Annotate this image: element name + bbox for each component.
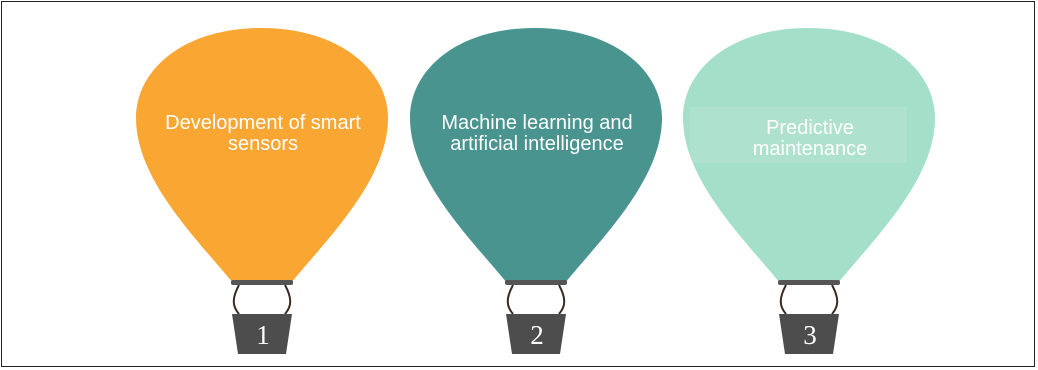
balloon-1-rope-left xyxy=(232,284,240,315)
balloon-1-rim xyxy=(231,280,293,285)
balloon-3-envelope xyxy=(683,28,935,283)
balloon-1-label: Development of smart sensors xyxy=(148,113,378,155)
balloon-1-number: 1 xyxy=(256,320,270,350)
balloon-1-graphic xyxy=(136,28,388,354)
balloon-2-envelope xyxy=(410,28,662,283)
balloon-2-rope-left xyxy=(506,284,514,315)
balloon-2-number: 2 xyxy=(530,320,544,350)
balloon-2-label: Machine learning and artificial intellig… xyxy=(422,113,652,155)
balloon-1-envelope xyxy=(136,28,388,283)
balloon-1-label-line-1: Development of smart xyxy=(165,112,361,134)
balloon-2: Machine learning and artificial intellig… xyxy=(402,0,672,370)
balloon-3-rim xyxy=(778,280,840,285)
balloon-3-text-highlight xyxy=(690,107,907,163)
balloon-2-label-line-1: Machine learning and xyxy=(441,112,633,134)
balloon-2-rim xyxy=(505,280,567,285)
balloon-2-graphic xyxy=(410,28,662,354)
balloon-3-number: 3 xyxy=(803,320,817,350)
balloon-3-label-line-2: maintenance xyxy=(752,138,868,160)
balloon-3-label: Predictive maintenance xyxy=(695,118,925,160)
balloon-3-rope-left xyxy=(779,284,787,315)
balloon-2-label-line-2: artificial intelligence xyxy=(450,133,624,155)
balloon-1: Development of smart sensors 1 xyxy=(128,0,398,370)
balloon-1-label-line-2: sensors xyxy=(227,133,299,155)
balloon-1-rope-right xyxy=(284,284,292,315)
balloon-3-basket xyxy=(779,314,839,354)
balloon-3-graphic xyxy=(683,28,935,354)
balloon-2-basket xyxy=(506,314,566,354)
balloon-1-basket xyxy=(232,314,292,354)
balloon-3: Predictive maintenance 3 xyxy=(675,0,945,370)
balloon-3-rope-right xyxy=(831,284,839,315)
balloon-3-label-line-1: Predictive xyxy=(766,117,854,139)
balloon-2-rope-right xyxy=(558,284,566,315)
